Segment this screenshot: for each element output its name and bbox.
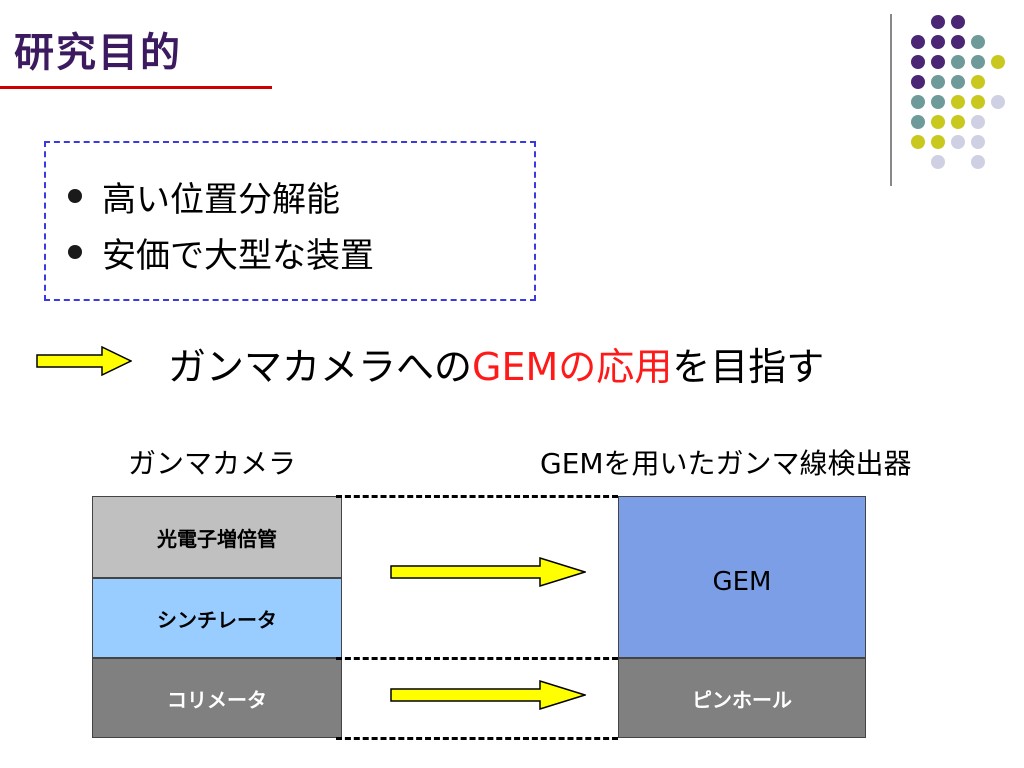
bullet-text: 高い位置分解能 — [102, 179, 340, 220]
pmt-block: 光電子増倍管 — [92, 496, 342, 578]
decor-dot — [971, 95, 985, 109]
decor-dot — [971, 75, 985, 89]
dashed-connector-bottom — [336, 737, 618, 740]
collimator-label: コリメータ — [167, 687, 267, 712]
gem-label: GEM — [712, 567, 772, 597]
decor-dot — [911, 35, 925, 49]
goal-prefix: ガンマカメラへの — [168, 345, 473, 389]
goal-highlight: GEMの応用 — [472, 345, 673, 389]
right-arrow-icon — [390, 680, 586, 710]
decor-dot — [951, 15, 965, 29]
decor-dot — [951, 55, 965, 69]
bullet-item: 高い位置分解能 — [68, 168, 374, 224]
scintillator-label: シンチレータ — [157, 607, 277, 632]
scintillator-block: シンチレータ — [92, 578, 342, 658]
goal-statement: ガンマカメラへのGEMの応用を目指す — [168, 336, 824, 391]
bullet-item: 安価で大型な装置 — [68, 224, 374, 280]
decor-dot — [991, 95, 1005, 109]
decor-dot — [951, 95, 965, 109]
decor-dot — [931, 55, 945, 69]
decor-dot — [971, 35, 985, 49]
title-underline — [0, 86, 272, 89]
dashed-connector-middle — [336, 657, 618, 660]
bullet-list: 高い位置分解能 安価で大型な装置 — [68, 168, 374, 280]
right-arrow-icon — [390, 557, 586, 587]
bullet-dot-icon — [68, 189, 82, 203]
right-arrow-icon — [36, 346, 132, 376]
decor-dot — [931, 115, 945, 129]
dashed-connector-top — [336, 495, 618, 498]
pinhole-block: ピンホール — [618, 658, 866, 738]
decor-dot — [911, 135, 925, 149]
decor-dot — [951, 35, 965, 49]
decor-dot — [951, 75, 965, 89]
bullet-box — [44, 141, 536, 301]
decor-dot — [931, 75, 945, 89]
decor-dot — [931, 155, 945, 169]
decor-dot — [931, 35, 945, 49]
gem-detector-label: GEMを用いたガンマ線検出器 — [540, 447, 912, 480]
pmt-label: 光電子増倍管 — [157, 526, 277, 551]
decor-dot — [931, 135, 945, 149]
slide-title: 研究目的 — [14, 30, 182, 76]
decor-dot — [911, 55, 925, 69]
decor-dot — [931, 95, 945, 109]
decor-dot — [951, 135, 965, 149]
decor-dot — [971, 155, 985, 169]
decor-dot — [911, 115, 925, 129]
bullet-dot-icon — [68, 245, 82, 259]
gamma-camera-label: ガンマカメラ — [128, 447, 297, 480]
decor-dot — [911, 75, 925, 89]
decor-vertical-rule — [890, 14, 892, 186]
gem-block: GEM — [618, 496, 866, 658]
decor-dot — [971, 135, 985, 149]
decor-dot — [951, 115, 965, 129]
bullet-text: 安価で大型な装置 — [102, 235, 374, 276]
decor-dot — [931, 15, 945, 29]
decor-dot-grid — [911, 15, 1005, 169]
decor-dot — [971, 55, 985, 69]
pinhole-label: ピンホール — [692, 687, 792, 712]
decor-dot — [971, 115, 985, 129]
decor-dot — [991, 55, 1005, 69]
collimator-block: コリメータ — [92, 658, 342, 738]
goal-suffix: を目指す — [672, 345, 825, 389]
decor-dot — [911, 95, 925, 109]
